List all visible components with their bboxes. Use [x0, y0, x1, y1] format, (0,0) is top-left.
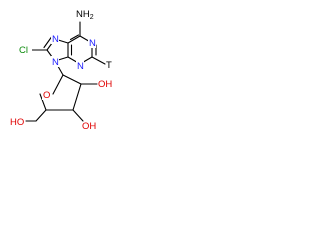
atom-n9: N	[52, 57, 59, 68]
bond-c2p-c3p	[72, 83, 82, 111]
bond-c4p-o4p	[39, 93, 47, 111]
bond-c1p-c2p	[62, 74, 82, 85]
atom-oh-5: HO	[10, 117, 24, 128]
bond-c2-t	[91, 56, 106, 65]
atom-nh2: NH2	[76, 9, 94, 21]
atom-labels: NH2 N N N N Cl T O OH OH HO	[10, 9, 112, 132]
ribose-bonds	[25, 60, 98, 122]
atom-oh-2: OH	[98, 79, 112, 90]
purine-bonds	[31, 21, 106, 65]
atom-n3: N	[77, 61, 84, 72]
atom-n7: N	[52, 34, 59, 45]
bond-c5-c6	[67, 35, 81, 44]
atom-t: T	[106, 60, 112, 71]
bond-c5-c6-double	[69, 34, 80, 41]
atom-o-ring: O	[43, 90, 50, 101]
bond-c3p-oh	[72, 109, 84, 122]
structure-diagram: NH2 N N N N Cl T O OH OH HO	[10, 9, 112, 132]
bond-c1p-o4p	[52, 74, 64, 95]
atom-oh-3: OH	[82, 121, 96, 132]
bond-c4p-c5p	[35, 109, 47, 122]
bond-n7-c8-double	[43, 36, 53, 49]
atom-n1: N	[89, 38, 96, 49]
atom-cl: Cl	[19, 45, 28, 56]
